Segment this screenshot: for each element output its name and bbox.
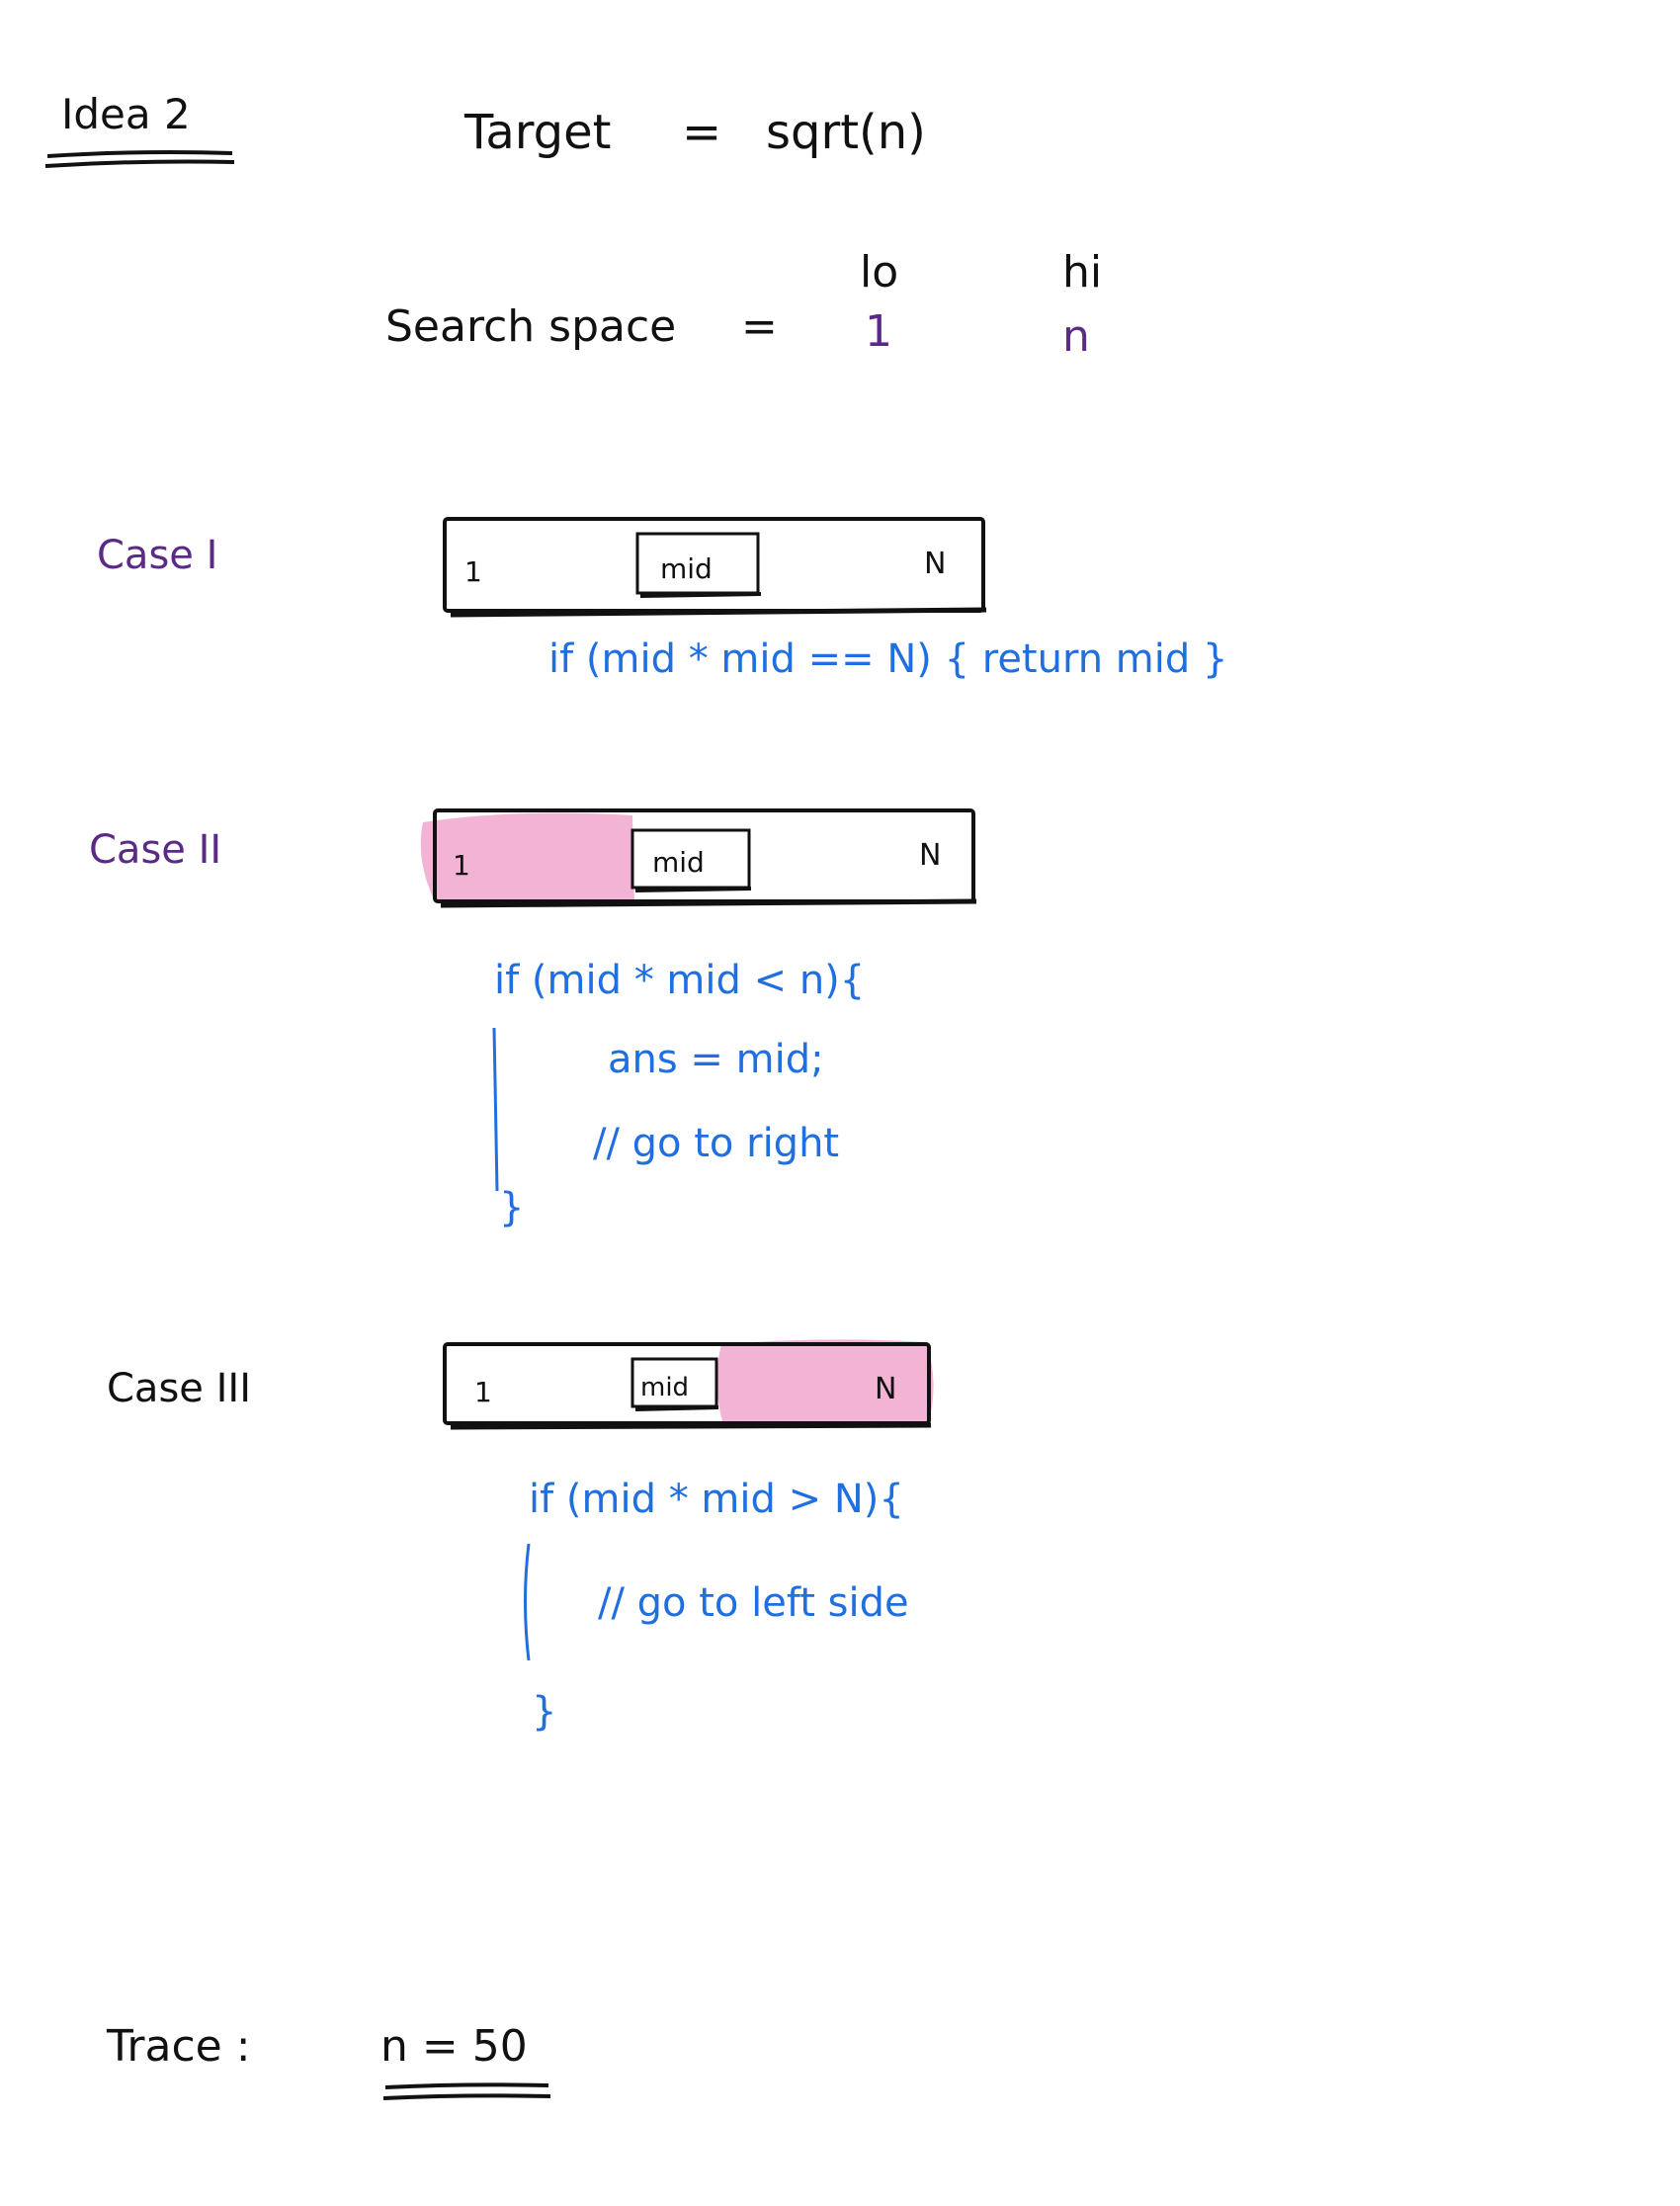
case-3-block-bracket <box>524 1543 531 1661</box>
idea-title: Idea 2 <box>61 90 191 138</box>
case-1-code-line-1: if (mid * mid == N) { return mid } <box>548 636 1227 682</box>
search-space-label: Search space <box>385 301 676 352</box>
case-2-code-line-1: if (mid * mid < n){ <box>494 958 865 1003</box>
case-2-left-value: 1 <box>453 849 470 882</box>
case-2-code-line-2: ans = mid; <box>608 1037 824 1082</box>
case-3-left-value: 1 <box>474 1376 492 1408</box>
case-2: Case II 1 mid N if (mid * mid < n){ ans … <box>89 808 977 1230</box>
case-2-array-bar <box>420 808 977 908</box>
target-label: Target <box>463 105 612 160</box>
case-2-right-value: N <box>919 838 941 873</box>
case-3-mid-label: mid <box>640 1373 689 1402</box>
trace-underline-2 <box>382 2093 551 2100</box>
search-space-equals: = <box>741 301 778 352</box>
lo-label: lo <box>860 247 898 297</box>
case-2-code-line-3: // go to right <box>593 1121 839 1166</box>
case-1-array-bar <box>443 517 987 618</box>
trace: Trace : n = 50 <box>106 2021 551 2100</box>
case-3-right-highlight <box>716 1339 934 1425</box>
case-3: Case III 1 mid N if (mid * mid > N){ // … <box>107 1339 934 1735</box>
idea-underline <box>46 150 233 158</box>
case-1-mid-label: mid <box>660 552 713 585</box>
case-1-left-value: 1 <box>464 555 482 588</box>
case-3-code-line-2: // go to left side <box>598 1580 909 1626</box>
case-3-code-line-3: } <box>532 1689 556 1735</box>
case-3-array-bar <box>443 1339 934 1430</box>
case-2-label: Case II <box>89 827 221 873</box>
case-1-label: Case I <box>97 533 217 578</box>
search-space: lo hi Search space = 1 n <box>385 247 1102 362</box>
case-3-right-value: N <box>875 1372 896 1406</box>
case-2-block-bracket <box>492 1027 499 1192</box>
case-2-mid-label: mid <box>652 846 705 879</box>
idea-heading: Idea 2 <box>44 90 235 168</box>
lo-value: 1 <box>865 306 892 357</box>
trace-label: Trace : <box>106 2021 251 2072</box>
target-line: Target = sqrt(n) <box>463 105 926 160</box>
hi-value: n <box>1062 311 1090 362</box>
hi-label: hi <box>1062 247 1102 297</box>
case-1: Case I 1 mid N if (mid * mid == N) { ret… <box>97 517 1227 682</box>
case-2-left-highlight <box>420 812 634 907</box>
case-2-code-line-4: } <box>499 1185 524 1230</box>
case-1-right-value: N <box>924 547 946 581</box>
target-equals: = <box>682 105 721 160</box>
case-3-code-line-1: if (mid * mid > N){ <box>529 1477 904 1522</box>
trace-underline <box>384 2082 549 2089</box>
trace-value: n = 50 <box>380 2021 528 2072</box>
case-3-label: Case III <box>107 1366 251 1411</box>
idea-underline-2 <box>44 159 235 168</box>
target-value: sqrt(n) <box>766 105 926 160</box>
